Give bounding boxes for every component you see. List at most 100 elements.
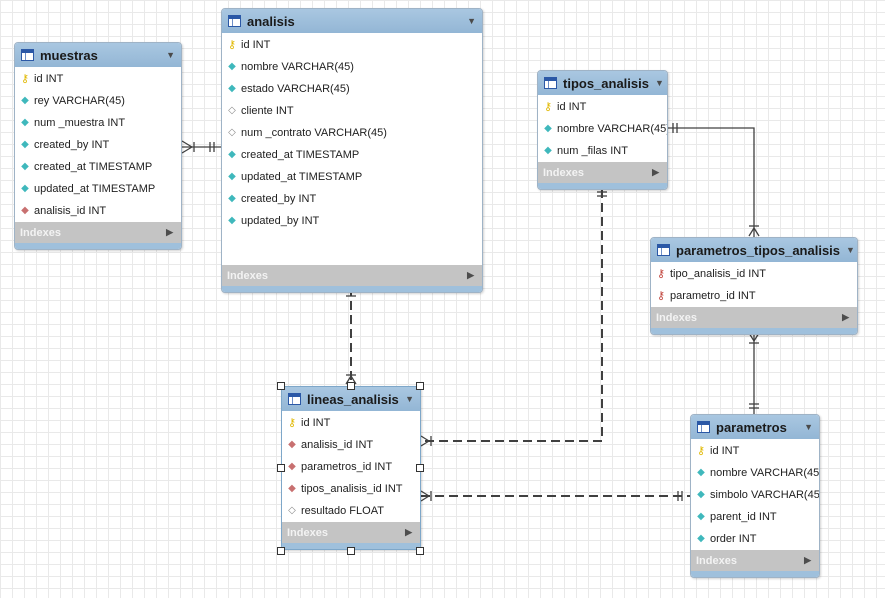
expand-arrow-icon[interactable]: ▶ bbox=[166, 227, 173, 237]
table-parametros[interactable]: parametros ▼ ⚷id INT◆nombre VARCHAR(45)◆… bbox=[690, 414, 820, 578]
column-row[interactable]: ⚷id INT bbox=[222, 34, 482, 56]
column-row[interactable]: ◆updated_by INT bbox=[222, 210, 482, 232]
attribute-diamond-icon: ◆ bbox=[21, 183, 29, 194]
resize-handle-se[interactable] bbox=[416, 547, 424, 555]
column-row[interactable]: ◇resultado FLOAT bbox=[282, 500, 420, 522]
table-icon bbox=[657, 244, 670, 256]
resize-handle-w[interactable] bbox=[277, 464, 285, 472]
expand-arrow-icon[interactable]: ▶ bbox=[652, 167, 659, 177]
column-row[interactable]: ◆estado VARCHAR(45) bbox=[222, 78, 482, 100]
column-label: created_by INT bbox=[34, 139, 110, 151]
table-footer bbox=[691, 571, 819, 577]
column-row[interactable]: ◇num _contrato VARCHAR(45) bbox=[222, 122, 482, 144]
collapse-arrow-icon[interactable]: ▼ bbox=[804, 422, 813, 432]
column-row[interactable]: ⚷id INT bbox=[538, 96, 667, 118]
table-header[interactable]: parametros ▼ bbox=[691, 415, 819, 439]
relationship-muestras-analisis[interactable] bbox=[181, 140, 221, 154]
table-lineas-analisis[interactable]: lineas_analisis ▼ ⚷id INT◆analisis_id IN… bbox=[281, 386, 421, 550]
relationship-tipos-lineas[interactable] bbox=[420, 189, 607, 447]
indexes-section[interactable]: Indexes ▶ bbox=[691, 550, 819, 571]
expand-arrow-icon[interactable]: ▶ bbox=[842, 312, 849, 322]
column-label: id INT bbox=[557, 101, 587, 113]
attribute-diamond-icon: ◆ bbox=[228, 215, 236, 226]
column-row[interactable]: ◆created_at TIMESTAMP bbox=[15, 156, 181, 178]
relationship-tipos-ptipos[interactable] bbox=[668, 123, 760, 237]
resize-handle-nw[interactable] bbox=[277, 382, 285, 390]
column-label: parent_id INT bbox=[710, 511, 777, 523]
resize-handle-s[interactable] bbox=[347, 547, 355, 555]
indexes-section[interactable]: Indexes ▶ bbox=[538, 162, 667, 183]
column-row[interactable]: ◆ created_at TIMESTAMP bbox=[222, 144, 482, 166]
column-label: cliente INT bbox=[241, 105, 294, 117]
column-row[interactable]: ◆nombre VARCHAR(45) bbox=[538, 118, 667, 140]
indexes-section[interactable]: Indexes ▶ bbox=[15, 222, 181, 243]
column-row[interactable]: ◆ created_by INT bbox=[15, 134, 181, 156]
collapse-arrow-icon[interactable]: ▼ bbox=[166, 50, 175, 60]
table-parametros-tipos-analisis[interactable]: parametros_tipos_analisis ▼ ⚷tipo_analis… bbox=[650, 237, 858, 335]
relationship-parametros-ptipos[interactable] bbox=[748, 332, 760, 414]
relationship-analisis-lineas[interactable] bbox=[345, 287, 357, 385]
column-row[interactable]: ⚷id INT bbox=[282, 412, 420, 434]
indexes-section[interactable]: Indexes ▶ bbox=[282, 522, 420, 543]
collapse-arrow-icon[interactable]: ▼ bbox=[467, 16, 476, 26]
column-row[interactable]: ◆num _muestra INT bbox=[15, 112, 181, 134]
table-analisis[interactable]: analisis ▼ ⚷id INT◆nombre VARCHAR(45)◆es… bbox=[221, 8, 483, 293]
column-row[interactable]: ⚷id INT bbox=[691, 440, 819, 462]
column-row[interactable]: ◆simbolo VARCHAR(45) bbox=[691, 484, 819, 506]
foreign-key-diamond-icon: ◆ bbox=[288, 461, 296, 472]
column-row[interactable]: ◆analisis_id INT bbox=[282, 434, 420, 456]
column-row[interactable]: ⚷tipo_analisis_id INT bbox=[651, 263, 857, 285]
column-row[interactable]: ◆rey VARCHAR(45) bbox=[15, 90, 181, 112]
resize-handle-sw[interactable] bbox=[277, 547, 285, 555]
attribute-diamond-icon: ◆ bbox=[228, 193, 236, 204]
indexes-section[interactable]: Indexes ▶ bbox=[651, 307, 857, 328]
table-muestras[interactable]: muestras ▼ ⚷id INT◆rey VARCHAR(45)◆num _… bbox=[14, 42, 182, 250]
relationship-parametros-lineas[interactable] bbox=[420, 490, 690, 502]
column-label: created_at TIMESTAMP bbox=[241, 149, 360, 161]
indexes-section[interactable]: Indexes ▶ bbox=[222, 265, 482, 286]
attribute-diamond-icon: ◆ bbox=[21, 139, 29, 150]
collapse-arrow-icon[interactable]: ▼ bbox=[846, 245, 855, 255]
table-header[interactable]: lineas_analisis ▼ bbox=[282, 387, 420, 411]
column-row[interactable]: ◆num _filas INT bbox=[538, 140, 667, 162]
column-label: created_by INT bbox=[241, 193, 317, 205]
column-row[interactable]: ◆order INT bbox=[691, 528, 819, 550]
column-row[interactable]: ⚷parametro_id INT bbox=[651, 285, 857, 307]
resize-handle-e[interactable] bbox=[416, 464, 424, 472]
indexes-label: Indexes bbox=[543, 166, 584, 179]
column-label: order INT bbox=[710, 533, 757, 545]
column-row[interactable]: ◆ created_by INT bbox=[222, 188, 482, 210]
expand-arrow-icon[interactable]: ▶ bbox=[467, 270, 474, 280]
column-row[interactable]: ◆parent_id INT bbox=[691, 506, 819, 528]
column-row[interactable]: ◆parametros_id INT bbox=[282, 456, 420, 478]
expand-arrow-icon[interactable]: ▶ bbox=[804, 555, 811, 565]
column-row[interactable]: ◆updated_at TIMESTAMP bbox=[222, 166, 482, 188]
resize-handle-n[interactable] bbox=[347, 382, 355, 390]
indexes-label: Indexes bbox=[20, 226, 61, 239]
column-label: tipos_analisis_id INT bbox=[301, 483, 403, 495]
column-label: resultado FLOAT bbox=[301, 505, 384, 517]
column-row[interactable]: ◇cliente INT bbox=[222, 100, 482, 122]
table-header[interactable]: muestras ▼ bbox=[15, 43, 181, 67]
table-header[interactable]: parametros_tipos_analisis ▼ bbox=[651, 238, 857, 262]
column-row[interactable]: ◆updated_at TIMESTAMP bbox=[15, 178, 181, 200]
column-row[interactable]: ◆nombre VARCHAR(45) bbox=[222, 56, 482, 78]
expand-arrow-icon[interactable]: ▶ bbox=[405, 527, 412, 537]
key-icon: ⚷ bbox=[287, 416, 297, 429]
column-row[interactable]: ◆nombre VARCHAR(45) bbox=[691, 462, 819, 484]
key-icon: ⚷ bbox=[696, 444, 706, 457]
table-header[interactable]: tipos_analisis ▼ bbox=[538, 71, 667, 95]
column-row[interactable]: ◆tipos_analisis_id INT bbox=[282, 478, 420, 500]
column-label: num _muestra INT bbox=[34, 117, 126, 129]
collapse-arrow-icon[interactable]: ▼ bbox=[654, 78, 664, 88]
column-row[interactable]: ⚷id INT bbox=[15, 68, 181, 90]
column-row[interactable]: ◆analisis_id INT bbox=[15, 200, 181, 222]
table-tipos-analisis[interactable]: tipos_analisis ▼ ⚷id INT◆nombre VARCHAR(… bbox=[537, 70, 668, 190]
column-label: estado VARCHAR(45) bbox=[241, 83, 350, 95]
column-label: created_at TIMESTAMP bbox=[34, 161, 153, 173]
collapse-arrow-icon[interactable]: ▼ bbox=[405, 394, 414, 404]
table-header[interactable]: analisis ▼ bbox=[222, 9, 482, 33]
attribute-diamond-icon: ◆ bbox=[228, 149, 236, 160]
attribute-diamond-icon: ◆ bbox=[228, 61, 236, 72]
resize-handle-ne[interactable] bbox=[416, 382, 424, 390]
